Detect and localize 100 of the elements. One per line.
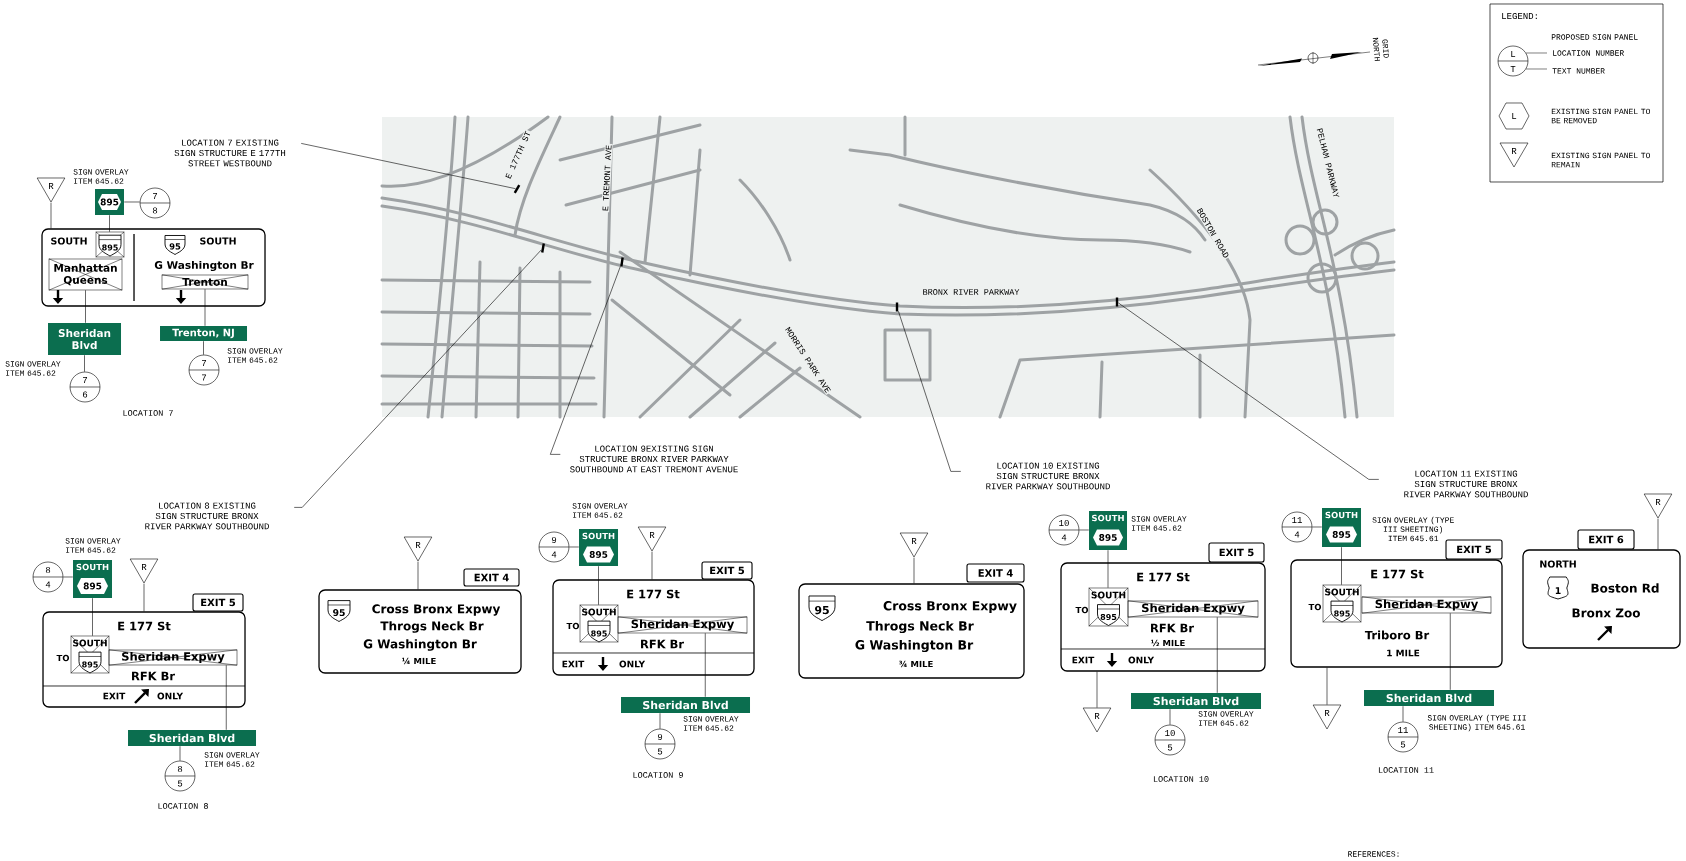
- sign-location-mark: [513, 184, 521, 194]
- overlay-note: SIGN OVERLAY ITEM 645.62: [204, 752, 260, 767]
- connector-line: [1312, 526, 1323, 528]
- overlay-panel: 895: [95, 189, 124, 215]
- overlay-note: SIGN OVERLAY ITEM 645.62: [683, 716, 739, 731]
- node-label: EXIT 5: [201, 598, 236, 607]
- callout-text: LOCATION 9EXISTING SIGN STRUCTURE BRONX RIVER PARKWAY SOUTHBOUND AT EAST TREMONT AVENUE: [570, 445, 738, 473]
- connector-line: [1169, 708, 1171, 725]
- overlay-note: SIGN OVERLAY (TYPE III SHEETING) ITEM 645.61: [1427, 714, 1526, 732]
- symbol-letter: L: [1511, 51, 1516, 57]
- north-label: GRID NORTH: [1372, 37, 1389, 61]
- legend-text: TEXT NUMBER: [1552, 68, 1605, 74]
- connector-line: [92, 597, 93, 637]
- connector-line: [1657, 518, 1659, 550]
- node-label: EXIT 5: [1457, 545, 1492, 554]
- overlay-panel: Sheridan Blvd: [1131, 693, 1261, 709]
- crossed-out-legend: SOUTH 895: [1322, 584, 1362, 623]
- overlay-panel: SOUTH 895: [1089, 511, 1127, 550]
- overlay-panel: SOUTH 895: [579, 529, 618, 566]
- overlay-panel: Sheridan Blvd: [128, 730, 256, 746]
- connector-line: [1096, 671, 1098, 708]
- symbol-letter: R: [1512, 148, 1517, 154]
- crossed-out-legend: Sheridan Expwy: [1361, 596, 1492, 614]
- legend-text: PROPOSED SIGN PANEL: [1551, 34, 1638, 40]
- connector-line: [143, 583, 145, 612]
- connector-line: [179, 745, 181, 761]
- callout-text: LOCATION 7 EXISTING SIGN STRUCTURE E 177TH STREET WESTBOUND: [174, 139, 286, 167]
- connector-line: [913, 557, 915, 584]
- callout-text: LOCATION 10 EXISTING SIGN STRUCTURE BRONX RIVER PARKWAY SOUTHBOUND: [986, 462, 1110, 490]
- overlay-panel: SOUTH 895: [73, 560, 112, 598]
- connector-line: [651, 551, 653, 580]
- leader-line: [898, 310, 962, 472]
- sign-location-mark: [895, 302, 899, 312]
- connector-line: [63, 576, 74, 578]
- overlay-panel: Trenton, NJ: [160, 326, 247, 341]
- connector-line: [1326, 667, 1328, 705]
- leader-line: [1118, 302, 1380, 480]
- node-label: EXIT 5: [710, 566, 745, 575]
- legend-text: EXISTING SIGN PANEL TO REMAIN: [1551, 152, 1650, 168]
- symbol-letter: T: [1510, 66, 1516, 72]
- connector-line: [204, 288, 206, 327]
- route-shield: 95: [327, 600, 351, 622]
- crossed-out-legend: Sheridan Expwy: [108, 649, 238, 666]
- legend-text: EXISTING SIGN PANEL TO BE REMOVED: [1551, 108, 1650, 124]
- route-shield: 95: [808, 595, 836, 622]
- crossed-out-legend: SOUTH 895: [579, 604, 619, 643]
- connector-line: [1402, 705, 1404, 722]
- overlay-note: SIGN OVERLAY ITEM 645.62: [65, 538, 121, 553]
- leader-line: [550, 266, 621, 455]
- connector-line: [659, 712, 661, 729]
- callout-text: LOCATION 8 EXISTING SIGN STRUCTURE BRONX RIVER PARKWAY SOUTHBOUND: [145, 502, 269, 530]
- connector-line: [50, 202, 52, 229]
- location-label: LOCATION 10: [1153, 776, 1209, 782]
- crossed-out-legend: SOUTH 895: [1088, 587, 1129, 627]
- location-label: LOCATION 9: [633, 772, 683, 778]
- location-label: LOCATION 7: [123, 410, 173, 416]
- connector-line: [569, 546, 580, 548]
- connector-line: [109, 214, 110, 233]
- legend-text: LOCATION NUMBER: [1553, 50, 1624, 56]
- location-label: LOCATION 11: [1378, 767, 1434, 773]
- overlay-note: SIGN OVERLAY ITEM 645.62: [73, 169, 129, 184]
- node-label: EXIT 6: [1589, 535, 1624, 544]
- overlay-note: SIGN OVERLAY ITEM 645.62: [5, 361, 61, 376]
- street-label: PELHAM PARKWAY: [1315, 126, 1341, 200]
- location-label: LOCATION 8: [158, 803, 208, 809]
- legend-title: LEGEND:: [1502, 12, 1537, 20]
- overlay-panel: Sheridan Blvd: [621, 697, 750, 713]
- overlay-note: SIGN OVERLAY (TYPE III SHEETING) ITEM 645.61: [1372, 516, 1454, 542]
- route-shield: 1: [1547, 576, 1569, 600]
- connector-line: [598, 565, 599, 606]
- overlay-panel: Sheridan Blvd: [48, 323, 121, 355]
- sign-location-mark: [1115, 297, 1119, 307]
- street-label: E TREMONT AVE: [601, 143, 613, 213]
- overlay-panel: SOUTH 895: [1322, 508, 1361, 547]
- crossed-out-legend: Trenton: [161, 274, 249, 290]
- symbol-letter: L: [1512, 113, 1517, 119]
- crossed-out-legend: Manhattan Queens: [48, 258, 123, 291]
- references-heading: REFERENCES:: [1348, 851, 1399, 857]
- crossed-out-legend: Sheridan Expwy: [1127, 600, 1259, 618]
- street-label: BRONX RIVER PARKWAY: [921, 288, 1021, 296]
- crossed-out-legend: Sheridan Expwy: [617, 616, 748, 634]
- sign-location-mark: [541, 243, 545, 253]
- route-shield: 95: [164, 235, 186, 255]
- connector-line: [123, 201, 140, 203]
- connector-line: [84, 354, 85, 372]
- connector-line: [1079, 529, 1090, 531]
- leader-line: [293, 249, 542, 508]
- callout-text: LOCATION 11 EXISTING SIGN STRUCTURE BRONX RIVER PARKWAY SOUTHBOUND: [1404, 470, 1528, 498]
- node-label: EXIT 4: [978, 569, 1013, 577]
- connector-line: [203, 340, 204, 355]
- node-label: EXIT 4: [474, 573, 509, 582]
- node-label: EXIT 5: [1219, 548, 1254, 557]
- connector-line: [417, 561, 419, 590]
- overlay-note: SIGN OVERLAY ITEM 645.62: [1131, 516, 1187, 531]
- leader-line: [300, 143, 516, 189]
- overlay-note: SIGN OVERLAY ITEM 645.62: [227, 348, 283, 363]
- connector-line: [1107, 549, 1109, 589]
- connector-line: [1341, 546, 1342, 586]
- overlay-panel: Sheridan Blvd: [1364, 690, 1494, 706]
- overlay-note: SIGN OVERLAY ITEM 645.62: [572, 503, 628, 518]
